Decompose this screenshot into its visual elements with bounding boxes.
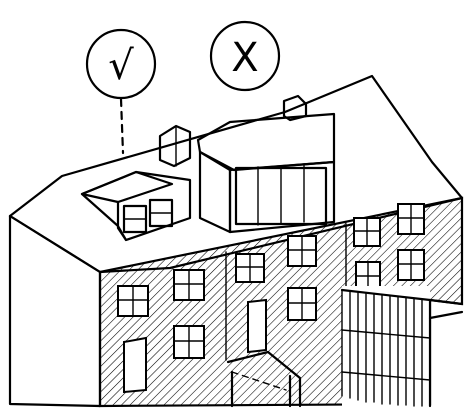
rejected-dormer xyxy=(196,112,336,234)
approved-badge: √ xyxy=(85,28,157,155)
window xyxy=(287,235,317,267)
cross-icon: X xyxy=(231,35,258,81)
window xyxy=(397,249,425,281)
checkmark-icon: √ xyxy=(108,43,134,89)
front-door xyxy=(247,298,267,354)
window xyxy=(173,325,205,359)
window xyxy=(173,269,205,301)
dormer-front xyxy=(228,160,336,234)
rejected-circle xyxy=(209,20,281,92)
dormer-roof xyxy=(80,170,174,204)
front-door xyxy=(123,336,147,394)
garden-path xyxy=(226,350,302,408)
left-chimney xyxy=(158,124,192,168)
doors xyxy=(123,298,267,394)
window xyxy=(117,285,149,317)
approved-leader-line xyxy=(119,97,125,155)
windows xyxy=(117,203,425,359)
picket-fence xyxy=(340,286,464,408)
rejected-badge: X xyxy=(209,20,281,92)
dormer-flat-roof xyxy=(196,112,336,172)
approved-dormer xyxy=(80,170,192,242)
window xyxy=(287,287,317,321)
window xyxy=(235,253,265,283)
window xyxy=(397,203,425,235)
window xyxy=(353,217,381,247)
gable-wall xyxy=(8,214,102,408)
